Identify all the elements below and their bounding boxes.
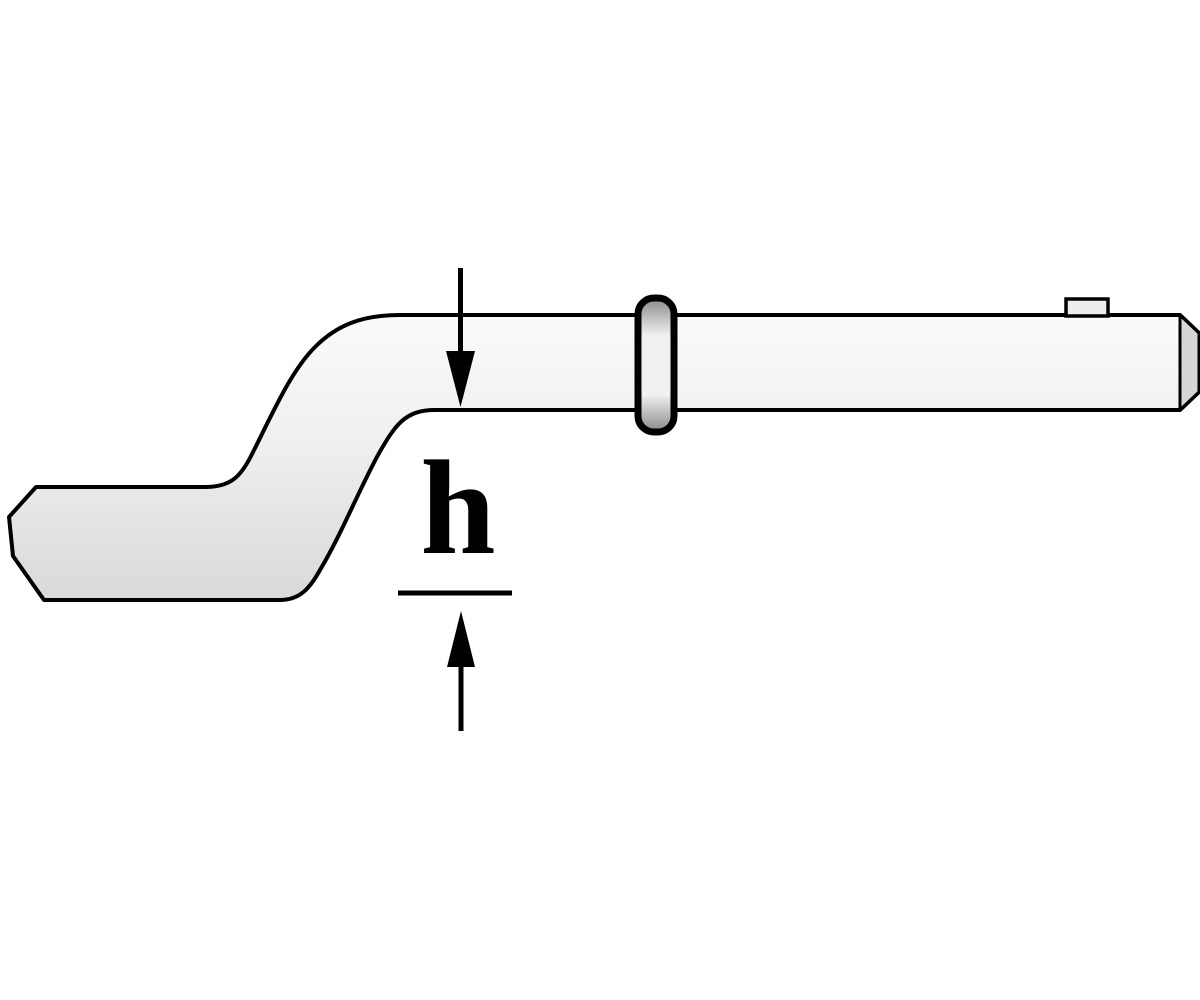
handle-top-notch (1064, 297, 1110, 318)
dimension-annotation: h (398, 268, 512, 731)
handle-end-face (1178, 313, 1200, 412)
wrench-body (7, 313, 1200, 602)
dimension-label: h (420, 434, 495, 583)
arrow-down-icon (446, 351, 475, 407)
handle-collar-ring (634, 294, 678, 436)
wrench-drawing (7, 294, 1200, 602)
arrow-up-icon (447, 611, 475, 667)
